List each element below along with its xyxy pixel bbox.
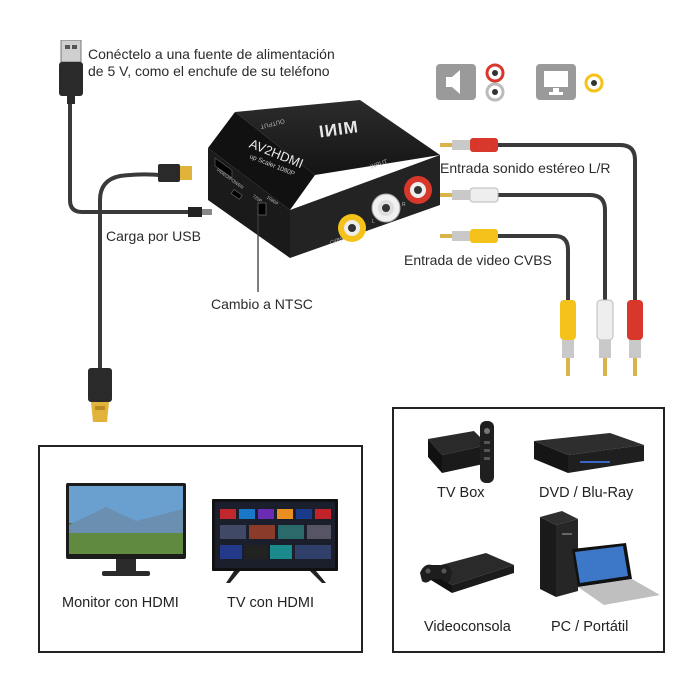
speaker-icon xyxy=(436,64,476,100)
usb-plug-icon xyxy=(59,40,83,104)
videoconsole-image xyxy=(420,553,514,593)
dvd-bluray-image xyxy=(534,433,644,473)
pc-caption: PC / Portátil xyxy=(551,619,629,635)
hdmi-cable xyxy=(98,172,183,372)
power-instruction-line1: Conéctelo a una fuente de alimentación xyxy=(88,46,335,62)
source-devices-panel: TV Box DVD / Blu-Ray Videoconsola PC / P… xyxy=(392,407,665,653)
device-rca-jacks xyxy=(338,176,432,242)
usb-charge-label: Carga por USB xyxy=(106,228,201,244)
usb-power-cable xyxy=(68,100,212,217)
console-caption: Videoconsola xyxy=(424,619,511,635)
av2hdmi-device xyxy=(208,100,440,258)
video-input-label: Entrada de video CVBS xyxy=(404,252,552,268)
hdmi-plug-bottom-icon xyxy=(88,368,112,422)
rca-video-icon xyxy=(584,73,604,93)
rca-plugs-left xyxy=(440,138,499,243)
rca-cables xyxy=(495,143,637,300)
device-left-label: L xyxy=(372,219,375,225)
hdmi-plug-icon xyxy=(158,164,192,182)
monitor-icon xyxy=(536,64,576,100)
device-right-label: R xyxy=(402,202,406,208)
hdmi-monitor-image xyxy=(66,483,186,576)
tv-caption: TV con HDMI xyxy=(227,595,315,611)
rca-plugs-bottom xyxy=(560,299,643,376)
tvbox-caption: TV Box xyxy=(437,485,485,501)
power-instruction-line2: de 5 V, como el enchufe de su teléfono xyxy=(88,63,330,79)
dvd-caption: DVD / Blu-Ray xyxy=(539,485,634,501)
output-devices-panel: Monitor con HDMI TV con HDMI xyxy=(38,445,363,653)
stereo-input-label: Entrada sonido estéreo L/R xyxy=(440,160,611,176)
ntsc-switch-label: Cambio a NTSC xyxy=(211,296,313,312)
hdmi-tv-image xyxy=(212,499,338,583)
monitor-caption: Monitor con HDMI xyxy=(62,595,179,611)
pc-laptop-image xyxy=(540,511,660,605)
rca-audio-icon xyxy=(485,63,505,102)
tvbox-image xyxy=(428,421,494,483)
